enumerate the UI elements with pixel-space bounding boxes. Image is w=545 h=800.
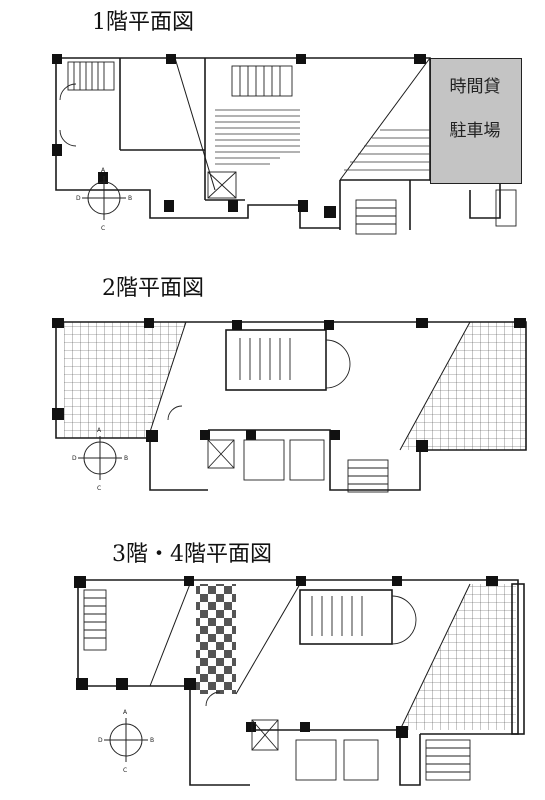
svg-text:C: C [101, 225, 105, 232]
floor-3-4-plan: A C D B [74, 576, 525, 786]
floor-2-plan: A C D B [52, 318, 527, 493]
svg-text:D: D [72, 455, 77, 462]
svg-text:C: C [123, 767, 127, 774]
parking-area [430, 58, 522, 184]
svg-text:A: A [123, 709, 128, 716]
svg-text:D: D [76, 195, 81, 202]
floor-1-plan: A C D B [52, 54, 517, 235]
parking-label-line2: 駐車場 [449, 121, 501, 141]
svg-text:A: A [101, 167, 106, 174]
floor-1-title: 1階平面図 [92, 10, 194, 35]
svg-text:C: C [97, 485, 101, 492]
floor-2-title: 2階平面図 [102, 276, 204, 301]
svg-text:A: A [97, 427, 102, 434]
svg-text:B: B [128, 195, 132, 202]
svg-text:B: B [124, 455, 128, 462]
svg-text:B: B [150, 737, 154, 744]
svg-text:D: D [98, 737, 103, 744]
parking-label-line1: 時間貸 [449, 77, 501, 97]
floor-3-4-title: 3階・4階平面図 [112, 542, 272, 567]
